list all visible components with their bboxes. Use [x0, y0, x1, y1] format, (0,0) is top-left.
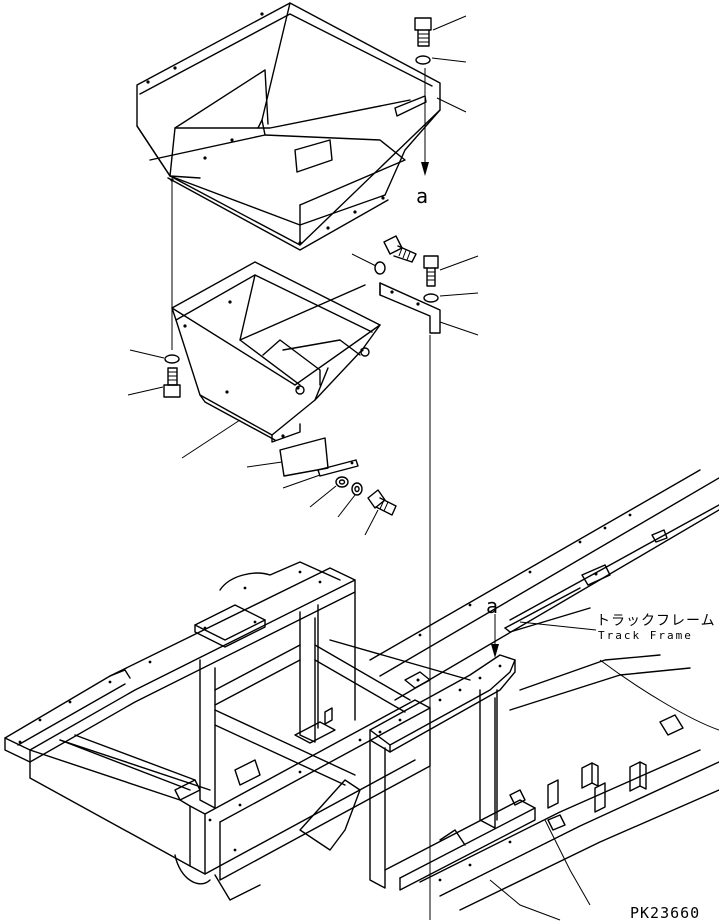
bracket-washer-vertical: [423, 293, 439, 303]
cover-plate: [279, 437, 329, 477]
leader-line: [337, 494, 356, 518]
main-frame: [4, 469, 719, 921]
left-washer: [164, 354, 180, 364]
left-bolt: [163, 367, 181, 398]
bracket-bolt-vertical: [423, 255, 439, 287]
leader-line: [439, 321, 479, 336]
callout-a-top: a: [416, 184, 429, 208]
track-frame-label-japanese: トラックフレーム: [596, 613, 716, 629]
leader-line: [431, 57, 467, 63]
lower-chute: [171, 261, 381, 443]
callout-a-frame: a: [486, 594, 499, 618]
spacer-nut: [335, 476, 349, 488]
leader-line: [436, 97, 467, 113]
lower-washer: [351, 482, 363, 496]
bracket-bolt-angled: [383, 235, 417, 263]
bracket-washer-angled: [374, 261, 386, 275]
lower-bolt: [367, 489, 397, 516]
leader-line: [439, 255, 479, 271]
leader-line: [432, 15, 467, 31]
top-bolt: [414, 17, 432, 47]
top-washer: [415, 55, 431, 65]
leader-line: [364, 509, 379, 536]
leader-line: [439, 292, 479, 297]
leader-line: [181, 419, 241, 459]
track-frame-leader: [519, 621, 597, 631]
mounting-bracket: [379, 282, 441, 334]
leader-line: [129, 349, 165, 359]
leader-line: [282, 474, 321, 489]
track-frame-label-english: Track Frame: [598, 629, 693, 642]
leader-line: [309, 485, 337, 508]
leader-line: [351, 253, 377, 267]
leader-line: [246, 461, 283, 468]
drawing-code: PK23660: [630, 904, 701, 922]
arrow-a-frame: [491, 644, 499, 658]
leader-line: [127, 386, 164, 396]
upper-hopper: [136, 2, 441, 251]
arrow-a-top: [421, 162, 429, 176]
strap: [317, 459, 359, 477]
